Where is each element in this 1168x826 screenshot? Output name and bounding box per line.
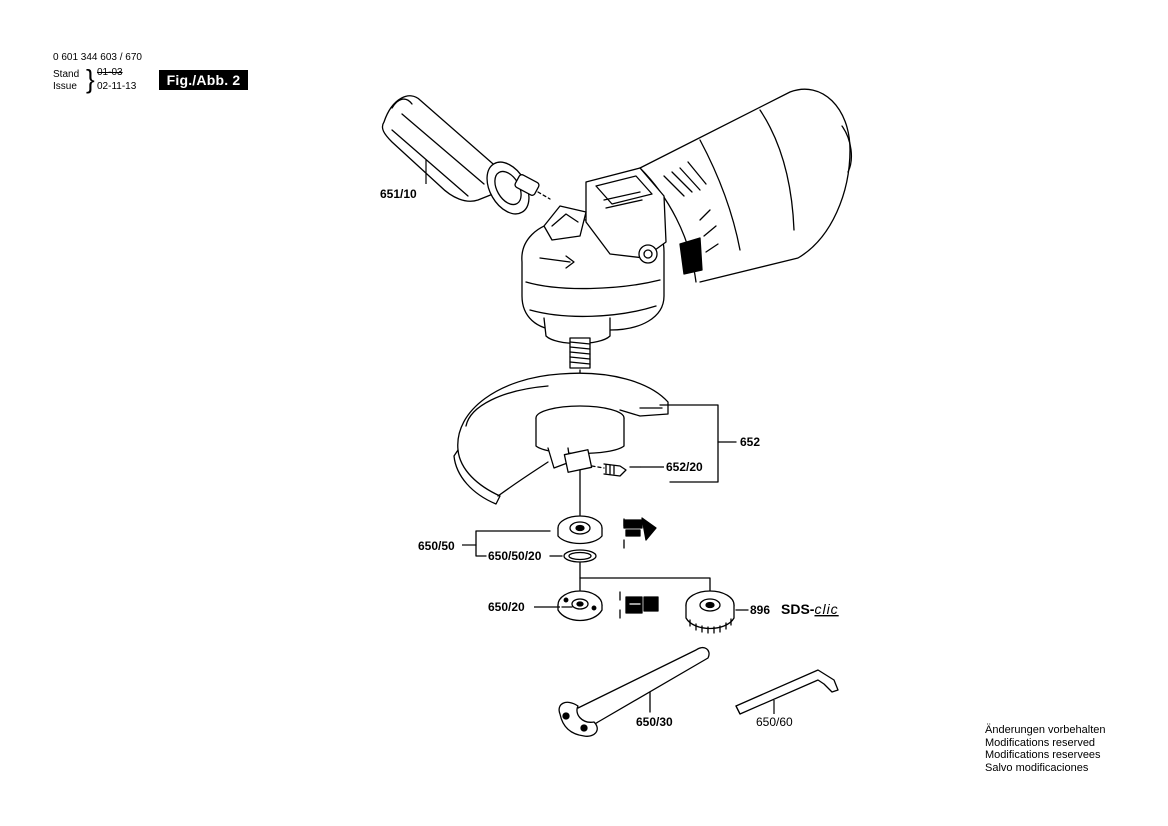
part-label-allen-key: 650/60 (756, 715, 793, 729)
figure-badge: Fig./Abb. 2 (159, 70, 248, 90)
mounting-flange-drawing (557, 590, 603, 622)
protective-guard-drawing (453, 372, 669, 505)
stand-label: Stand (53, 69, 80, 80)
angle-grinder-drawing (521, 88, 853, 369)
footer-notes: Änderungen vorbehalten Modifications res… (985, 724, 1105, 774)
inner-flange-drawing (557, 515, 603, 563)
flange-fit-icon (619, 591, 659, 619)
note-french: Modifications reservees (985, 749, 1101, 761)
flange-orientation-icon (623, 517, 657, 549)
note-english: Modifications reserved (985, 736, 1096, 749)
part-label-pin-spanner: 650/30 (636, 715, 673, 729)
part-label-guard-screw: 652/20 (666, 460, 703, 474)
issue-label: Issue (53, 81, 77, 92)
part-label-quick-nut: 896 (750, 603, 770, 617)
sds-brand-suffix: clic (814, 601, 838, 617)
part-label-guard: 652 (740, 435, 760, 449)
allen-key-drawing (735, 669, 839, 715)
quick-clamping-nut-drawing (685, 590, 735, 634)
pin-spanner-drawing (558, 646, 710, 737)
guard-screw-drawing (591, 463, 627, 477)
revision-date-new: 02-11-13 (97, 81, 137, 92)
sds-brand-label: SDS-clic (781, 601, 839, 617)
sds-brand-prefix: SDS- (781, 601, 815, 617)
note-spanish: Salvo modificaciones (985, 761, 1089, 774)
part-label-flange-assembly: 650/50 (418, 539, 455, 553)
side-handle-drawing (381, 95, 551, 215)
brace-symbol: } (86, 64, 95, 94)
note-german: Änderungen vorbehalten (985, 724, 1106, 736)
revision-date-old: 01-03 (97, 67, 123, 78)
part-label-flange-ring: 650/50/20 (488, 549, 542, 563)
part-label-mounting-flange: 650/20 (488, 600, 525, 614)
document-number: 0 601 344 603 / 670 (53, 52, 142, 63)
part-label-handle: 651/10 (380, 187, 417, 201)
